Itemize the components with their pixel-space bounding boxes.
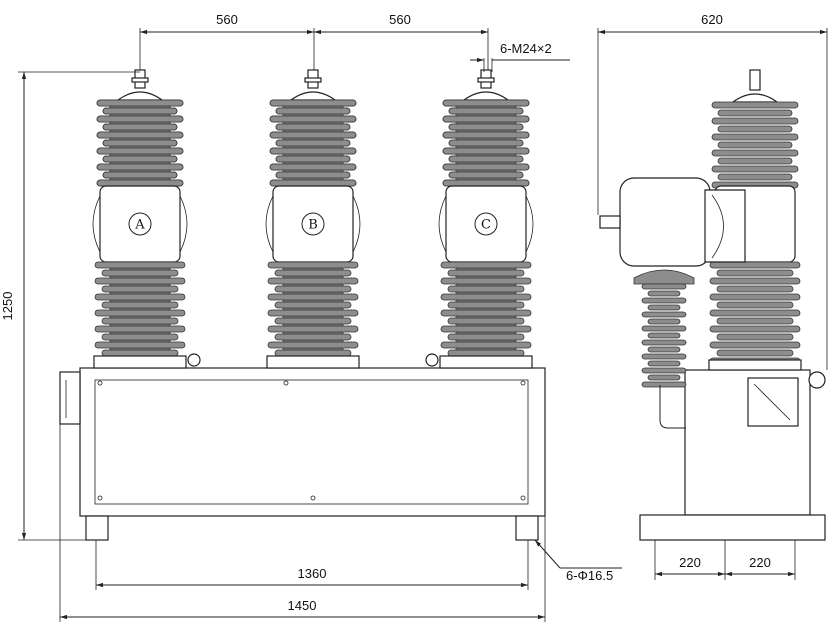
phase-marker (128, 212, 152, 236)
lifting-eye-right (425, 353, 439, 367)
dim-220-a: 220 (679, 555, 701, 570)
right-foot (515, 515, 539, 541)
tank-body (79, 367, 546, 517)
pole-c: C (438, 69, 534, 369)
terminal-spec-label: 6-M24×2 (500, 41, 552, 56)
dimension-lines: 560 560 6-M24×2 620 1250 1360 1450 6-Φ16… (0, 12, 828, 622)
mount-hole-label: 6-Φ16.5 (566, 568, 613, 583)
left-foot (85, 515, 109, 541)
ct-housing (619, 177, 711, 267)
phase-marker (474, 212, 498, 236)
phase-label: A (134, 218, 145, 233)
phase-marker (301, 212, 325, 236)
dim-1250: 1250 (0, 292, 15, 321)
side-lifting-eye (808, 371, 826, 389)
lifting-eye-left (187, 353, 201, 367)
side-terminal (599, 215, 621, 229)
tank-panel (94, 379, 529, 505)
dim-620: 620 (701, 12, 723, 27)
pole-a: A (92, 69, 188, 369)
dim-220-b: 220 (749, 555, 771, 570)
front-view: A B C (59, 69, 546, 541)
side-view (599, 69, 826, 541)
side-base (639, 514, 826, 541)
pole-b: B (265, 69, 361, 369)
mechanism-box (59, 371, 81, 425)
dim-560-a: 560 (216, 12, 238, 27)
phase-label: C (481, 218, 491, 233)
dim-1360: 1360 (298, 566, 327, 581)
dim-560-b: 560 (389, 12, 411, 27)
phase-label: B (308, 218, 318, 233)
dim-1450: 1450 (288, 598, 317, 613)
